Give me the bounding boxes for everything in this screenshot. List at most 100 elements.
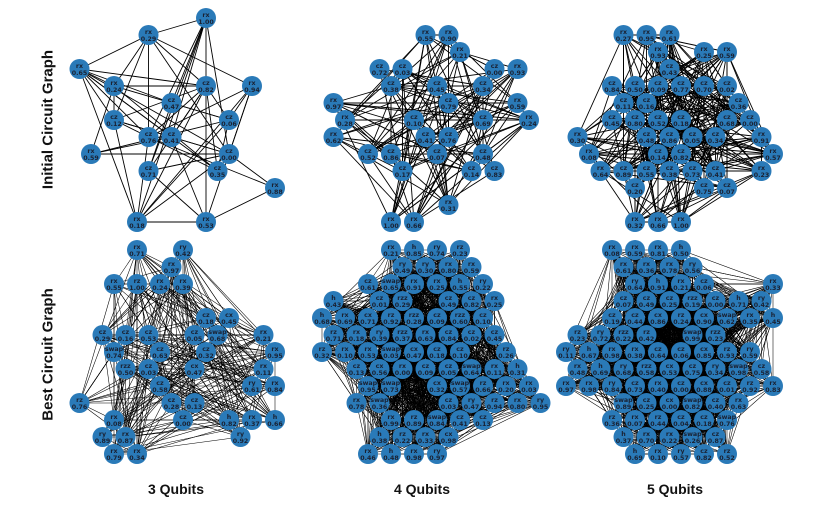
graph-edge: [680, 170, 762, 223]
graph-edge: [148, 34, 230, 155]
node-value-label: 0.95: [639, 36, 655, 43]
node-gate-label: rx: [654, 380, 661, 387]
node-gate-label: cz: [99, 329, 107, 336]
node-gate-label: rzz: [618, 329, 629, 336]
node-value-label: 0.19: [604, 319, 620, 326]
graph-edge: [171, 17, 207, 138]
node-value-label: 0.83: [765, 387, 781, 394]
node-value-label: 0.39: [372, 336, 388, 343]
node-value-label: 0.76: [441, 138, 457, 145]
node-gate-label: cz: [491, 63, 499, 70]
node-value-label: 0.97: [429, 455, 445, 462]
node-gate-label: ry: [746, 346, 753, 353]
node-gate-label: rx: [574, 131, 581, 138]
node-gate-label: rx: [330, 97, 337, 104]
node-gate-label: h: [621, 431, 625, 438]
node-gate-label: cz: [491, 329, 499, 336]
node-value-label: 0.69: [627, 455, 643, 462]
node-value-label: 1.00: [673, 223, 689, 230]
graph-edge: [333, 102, 472, 172]
node-gate-label: rx: [410, 448, 417, 455]
graph-edge: [333, 85, 484, 138]
node-gate-label: cz: [620, 295, 628, 302]
node-value-label: 0.34: [708, 138, 724, 145]
node-gate-label: cz: [677, 346, 685, 353]
node-value-label: 0.72: [372, 70, 388, 77]
node-gate-label: rx: [491, 295, 498, 302]
node-value-label: 0.99: [383, 421, 399, 428]
node-value-label: 0.93: [510, 70, 526, 77]
node-value-label: 0.98: [406, 455, 422, 462]
node-value-label: 0.41: [452, 421, 468, 428]
node-value-label: 0.82: [198, 87, 214, 94]
node-gate-label: swap: [428, 414, 447, 421]
graph-edge: [205, 187, 276, 223]
graph-edge: [577, 136, 774, 155]
node-value-label: 0.49: [639, 302, 655, 309]
node-gate-label: swap: [683, 397, 702, 404]
node-value-label: 0.18: [349, 336, 365, 343]
node-gate-label: swap: [382, 346, 401, 353]
node-value-label: 0.55: [452, 285, 468, 292]
node-gate-label: rz: [76, 397, 83, 404]
node-gate-label: cz: [666, 63, 674, 70]
graph-edge: [102, 283, 161, 336]
node-gate-label: h: [656, 278, 660, 285]
node-value-label: 0.64: [627, 285, 643, 292]
node-value-label: 0.87: [708, 438, 724, 445]
node-gate-label: cz: [643, 97, 651, 104]
node-value-label: 0.82: [685, 404, 701, 411]
node-gate-label: cz: [666, 165, 674, 172]
node-value-label: 0.36: [604, 421, 620, 428]
node-gate-label: rz: [457, 244, 464, 251]
node-value-label: 0.10: [406, 121, 422, 128]
graph-edge: [413, 170, 495, 223]
node-value-label: 0.07: [719, 189, 735, 196]
node-value-label: 0.86: [650, 319, 666, 326]
node-gate-label: rx: [608, 346, 615, 353]
node-gate-label: ry: [399, 261, 406, 268]
node-gate-label: h: [736, 295, 740, 302]
node-gate-label: cz: [445, 363, 453, 370]
node-value-label: 0.50: [118, 370, 134, 377]
node-value-label: 0.65: [72, 70, 88, 77]
node-value-label: 0.27: [616, 36, 632, 43]
node-value-label: 0.30: [418, 268, 434, 275]
node-gate-label: rx: [202, 216, 209, 223]
node-value-label: 0.59: [464, 268, 480, 275]
node-gate-label: rzz: [120, 363, 131, 370]
node-value-label: 0.78: [349, 404, 365, 411]
graph-edge: [90, 119, 230, 155]
node-value-label: 0.72: [593, 336, 609, 343]
node-gate-label: cz: [399, 165, 407, 172]
node-gate-label: h: [377, 431, 381, 438]
node-value-label: 0.61: [616, 268, 632, 275]
node-gate-label: cz: [479, 80, 487, 87]
node-value-label: 0.61: [244, 387, 260, 394]
node-value-label: 0.52: [360, 155, 376, 162]
node-value-label: 0.20: [498, 387, 514, 394]
node-gate-label: h: [227, 414, 231, 421]
graph-edge: [148, 170, 207, 223]
node-value-label: 1.00: [198, 19, 214, 26]
node-value-label: 0.16: [118, 336, 134, 343]
node-value-label: 0.82: [221, 421, 237, 428]
node-gate-label: rx: [666, 29, 673, 36]
node-gate-label: rx: [122, 431, 129, 438]
node-value-label: 0.66: [267, 421, 283, 428]
column-label-5-qubits: 5 Qubits: [646, 481, 704, 497]
node-value-label: 0.34: [129, 455, 145, 462]
node-gate-label: cz: [479, 312, 487, 319]
node-value-label: 0.42: [639, 336, 655, 343]
node-gate-label: cz: [723, 182, 731, 189]
node-gate-label: rx: [110, 80, 117, 87]
node-value-label: 0.65: [383, 285, 399, 292]
node-gate-label: rx: [562, 380, 569, 387]
node-value-label: 0.03: [141, 370, 157, 377]
node-gate-label: cz: [654, 346, 662, 353]
node-gate-label: swap: [451, 380, 470, 387]
node-gate-label: cz: [712, 431, 720, 438]
node-gate-label: rx: [410, 216, 417, 223]
node-value-label: 0.53: [360, 353, 376, 360]
node-gate-label: cx: [191, 363, 199, 370]
